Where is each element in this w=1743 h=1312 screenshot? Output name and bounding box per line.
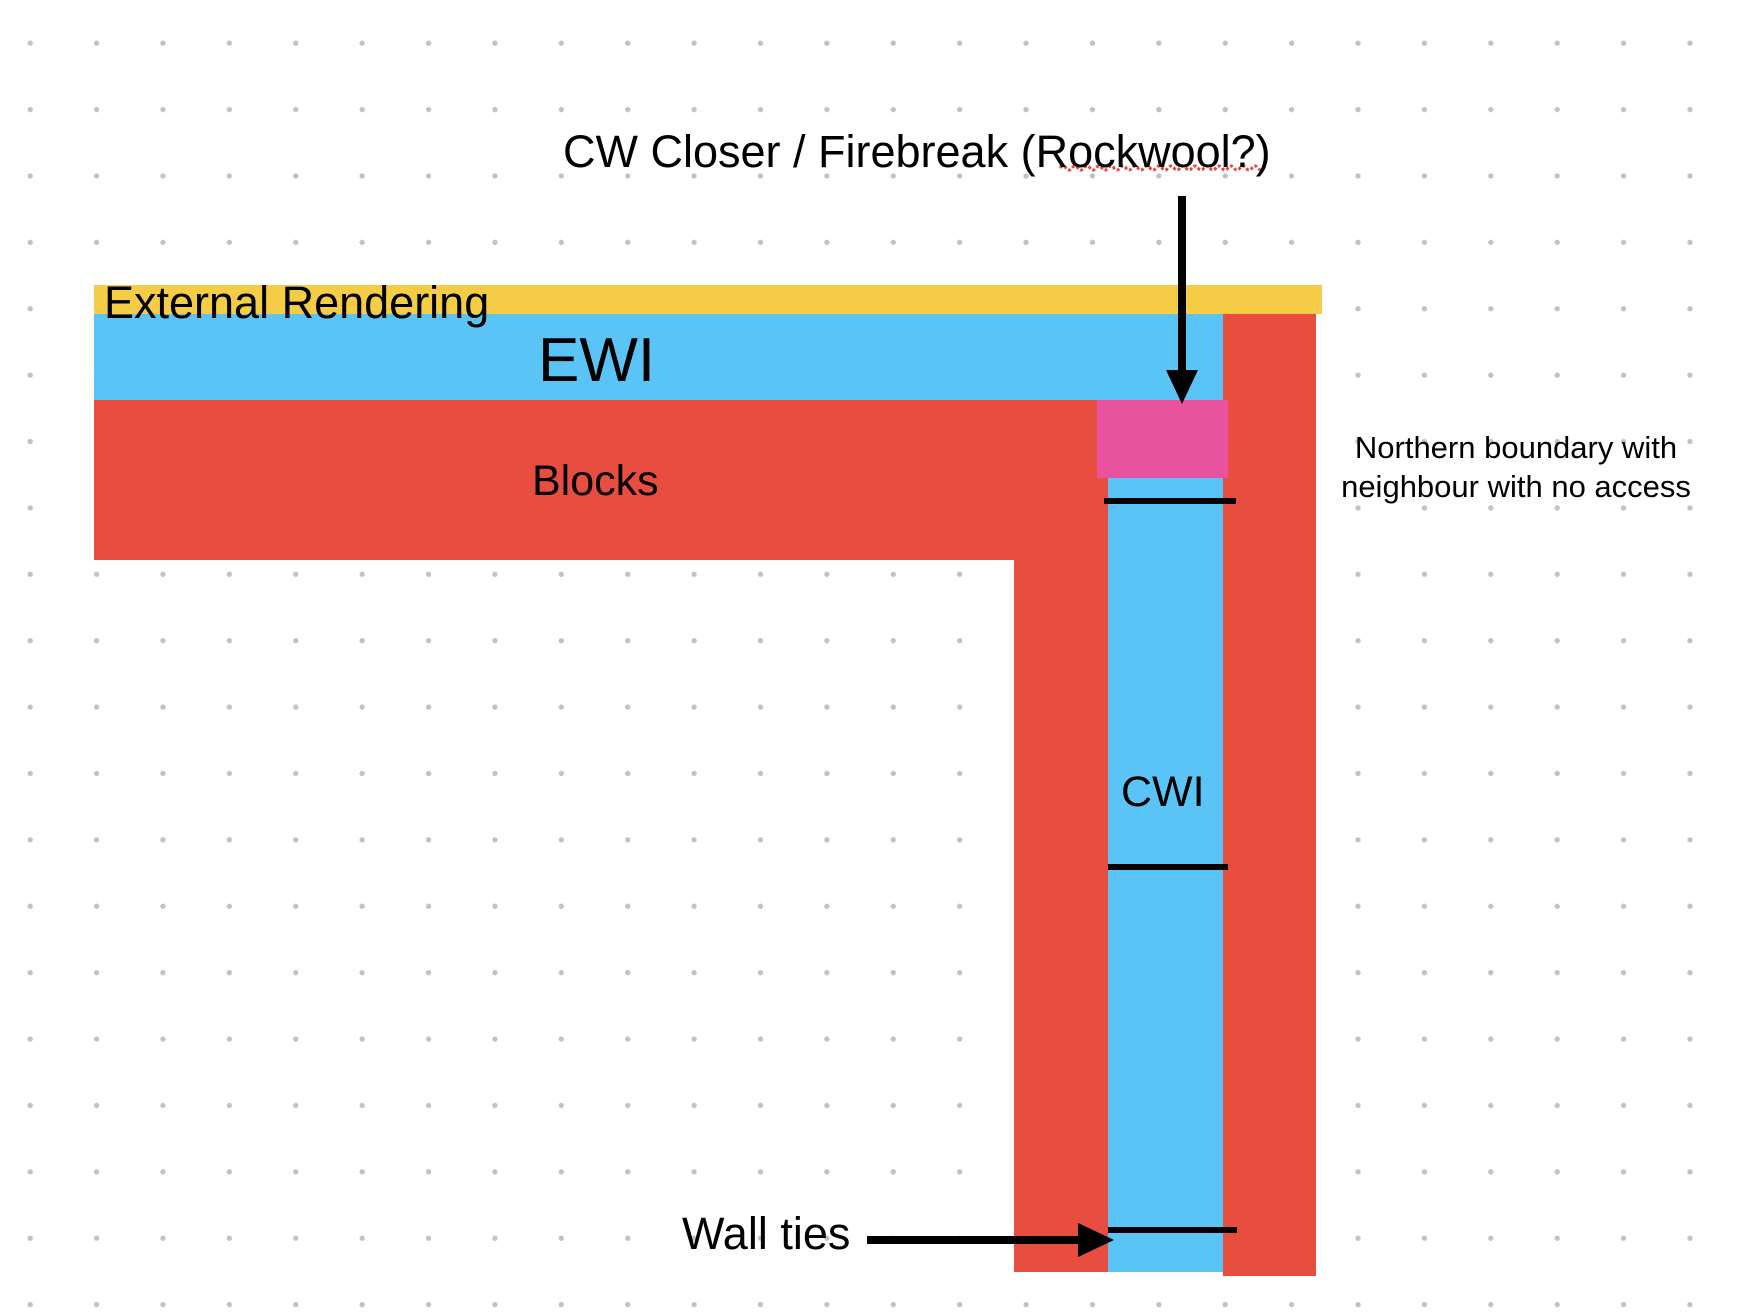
wall-tie-bottom [1108,1227,1237,1233]
blocks-outer-leaf-vertical [1223,314,1316,1276]
blocks-label: Blocks [532,457,659,505]
wall-ties-arrow [867,1223,1114,1257]
wall-ties-label: Wall ties [682,1208,851,1259]
ewi-label: EWI [538,326,656,395]
external-rendering-layer [94,285,1322,314]
cavity-closer-firebreak [1097,400,1228,478]
cavity-closer-label: CW Closer / Firebreak (Rockwool?) [563,126,1271,177]
northern-boundary-note: Northern boundary with neighbour with no… [1341,430,1691,504]
spellcheck-underline [1058,164,1266,172]
closer-arrow [1166,196,1198,404]
wall-tie-middle [1108,864,1228,870]
wall-tie-top [1104,498,1236,504]
external-rendering-label: External Rendering [104,277,490,328]
blocks-inner-leaf-vertical [1014,400,1108,1272]
cwi-label: CWI [1121,768,1205,816]
cwi-cavity-layer [1108,478,1223,1272]
ewi-layer [94,314,1223,400]
blocks-wall-horizontal [94,400,1108,560]
